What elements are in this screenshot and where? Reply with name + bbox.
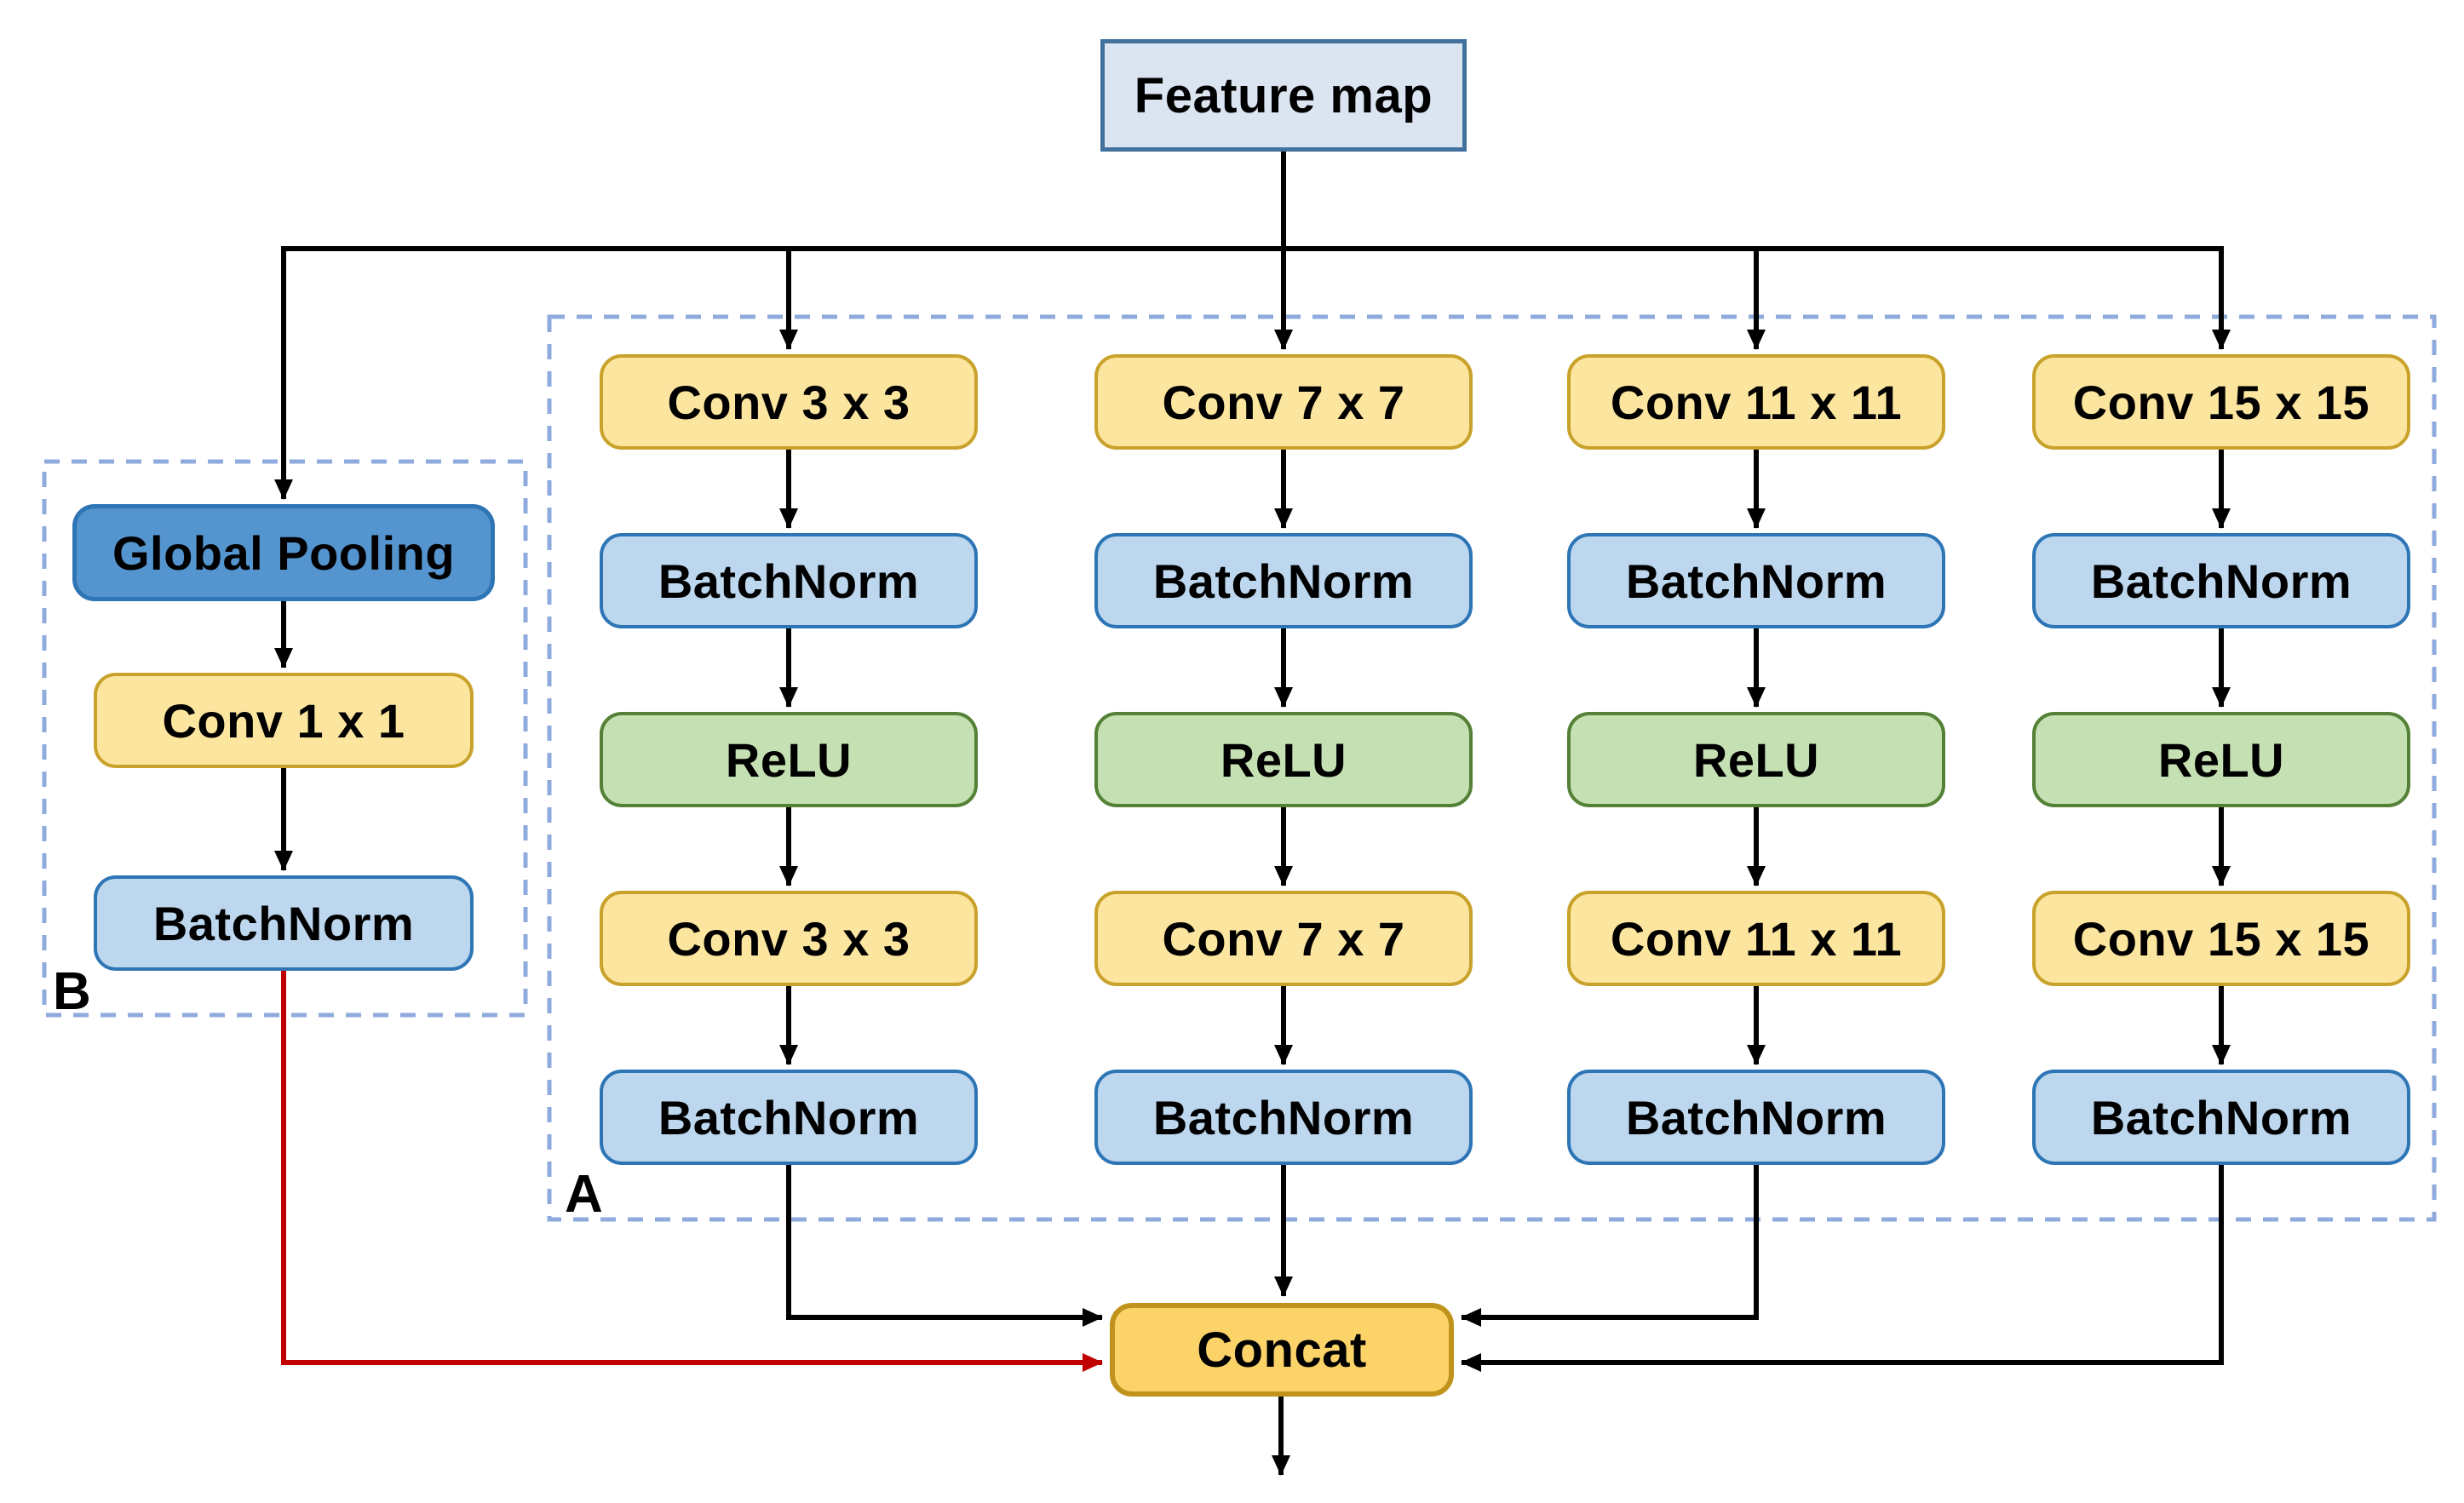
b1-conv1-node: Conv 3 x 3 [600, 354, 978, 450]
b4-conv1-node: Conv 15 x 15 [2032, 354, 2410, 450]
arrow-groupb-to-concat-red [281, 971, 1103, 1372]
group-a-label: A [565, 1165, 603, 1224]
b4-conv2-node: Conv 15 x 15 [2032, 891, 2410, 986]
b4-batchnorm1-node: BatchNorm [2032, 533, 2410, 628]
b3-conv2-node: Conv 11 x 11 [1567, 891, 1945, 986]
b3-batchnorm1-node: BatchNorm [1567, 533, 1945, 628]
concat-node: Concat [1110, 1303, 1454, 1397]
b1-batchnorm1-node: BatchNorm [600, 533, 978, 628]
b3-batchnorm2-node: BatchNorm [1567, 1070, 1945, 1165]
global-pooling-node: Global Pooling [72, 504, 495, 601]
b2-conv1-node: Conv 7 x 7 [1094, 354, 1473, 450]
b2-batchnorm2-node: BatchNorm [1094, 1070, 1473, 1165]
arrow-b1-to-concat [786, 1165, 1103, 1327]
feature-map-node: Feature map [1100, 39, 1467, 152]
group-b-label: B [53, 962, 91, 1021]
batchnorm-node-groupb: BatchNorm [94, 875, 474, 971]
b3-relu-node: ReLU [1567, 712, 1945, 807]
b1-relu-node: ReLU [600, 712, 978, 807]
b4-batchnorm2-node: BatchNorm [2032, 1070, 2410, 1165]
b2-relu-node: ReLU [1094, 712, 1473, 807]
b1-batchnorm2-node: BatchNorm [600, 1070, 978, 1165]
b2-conv2-node: Conv 7 x 7 [1094, 891, 1473, 986]
arrow-b4-to-concat [1461, 1165, 2224, 1372]
b1-conv2-node: Conv 3 x 3 [600, 891, 978, 986]
b2-batchnorm1-node: BatchNorm [1094, 533, 1473, 628]
b3-conv1-node: Conv 11 x 11 [1567, 354, 1945, 450]
conv-1x1-node: Conv 1 x 1 [94, 673, 474, 768]
arrow-b3-to-concat [1461, 1165, 1759, 1327]
group-a-frame [547, 314, 2437, 1222]
b4-relu-node: ReLU [2032, 712, 2410, 807]
